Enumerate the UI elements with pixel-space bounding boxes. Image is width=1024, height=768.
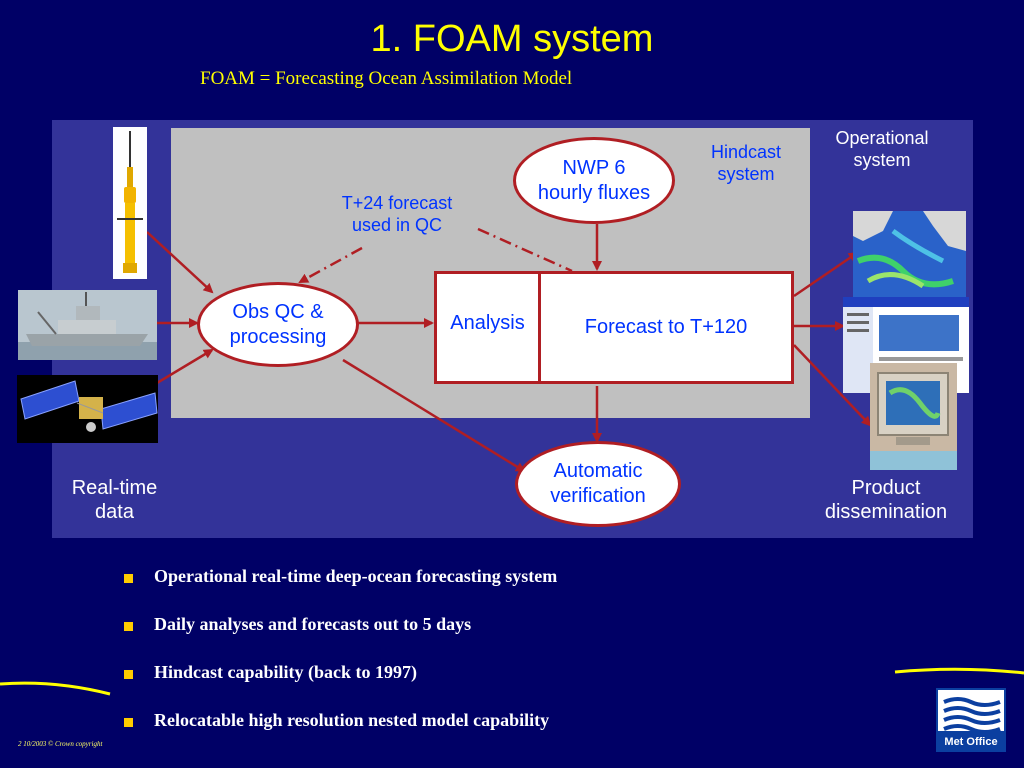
slide-title: 1. FOAM system bbox=[370, 18, 654, 60]
satellite-icon bbox=[17, 375, 158, 443]
bullet-text: Hindcast capability (back to 1997) bbox=[154, 662, 418, 682]
obs-qc-node: Obs QC & processing bbox=[197, 282, 359, 367]
left-swoosh bbox=[0, 681, 111, 696]
arrow-float-to-obs-qc bbox=[146, 231, 214, 294]
analysis-forecast-box: Analysis Forecast to T+120 bbox=[434, 271, 794, 384]
operational-system-label: Operational system bbox=[835, 128, 929, 170]
ocean-float-icon bbox=[113, 127, 147, 279]
forecast-label: Forecast to T+120 bbox=[584, 316, 748, 338]
box-divider bbox=[538, 274, 541, 381]
verification-node: Automatic verification bbox=[515, 441, 681, 527]
hindcast-system-label: Hindcast system bbox=[710, 142, 782, 184]
t24-forecast-label: T+24 forecast used in QC bbox=[341, 193, 453, 235]
verification-label: Automatic verification bbox=[550, 460, 646, 507]
arrow-obs-qc-to-verification bbox=[342, 358, 526, 473]
arrow-satellite-to-obs-qc bbox=[156, 348, 214, 385]
dashed-line-t24-to-forecast bbox=[477, 227, 573, 273]
bullet-text: Relocatable high resolution nested model… bbox=[154, 710, 550, 730]
ocean-map-icon bbox=[853, 211, 966, 299]
nwp-fluxes-label: NWP 6 hourly fluxes bbox=[537, 156, 651, 204]
realtime-data-label: Real-time data bbox=[71, 477, 158, 523]
arrow-forecast-to-monitor bbox=[793, 344, 872, 427]
arrow-forecast-to-map bbox=[793, 251, 859, 298]
bullet-square-icon bbox=[124, 718, 133, 727]
slide-subtitle: FOAM = Forecasting Ocean Assimilation Mo… bbox=[200, 68, 573, 89]
logo-text: Met Office bbox=[944, 736, 998, 748]
monitor-icon bbox=[870, 363, 957, 470]
logo-band bbox=[938, 731, 1004, 750]
logo-waves-icon bbox=[943, 697, 1001, 734]
bullet-square-icon bbox=[124, 622, 133, 631]
product-dissemination-label: Product dissemination bbox=[824, 477, 948, 523]
dashed-arrow-forecast-to-obs-qc bbox=[298, 246, 363, 284]
nwp-fluxes-node: NWP 6 hourly fluxes bbox=[513, 137, 675, 224]
analysis-label: Analysis bbox=[450, 312, 525, 334]
footer-copyright: 2 10/2003 © Crown copyright bbox=[18, 740, 103, 748]
obs-qc-label: Obs QC & processing bbox=[229, 300, 327, 348]
research-ship-icon bbox=[18, 290, 157, 360]
met-office-logo: Met Office bbox=[936, 688, 1006, 752]
right-swoosh bbox=[894, 667, 1024, 675]
bullet-square-icon bbox=[124, 574, 133, 583]
bullet-text: Daily analyses and forecasts out to 5 da… bbox=[154, 614, 472, 634]
bullet-square-icon bbox=[124, 670, 133, 679]
bullet-text: Operational real-time deep-ocean forecas… bbox=[154, 566, 558, 586]
